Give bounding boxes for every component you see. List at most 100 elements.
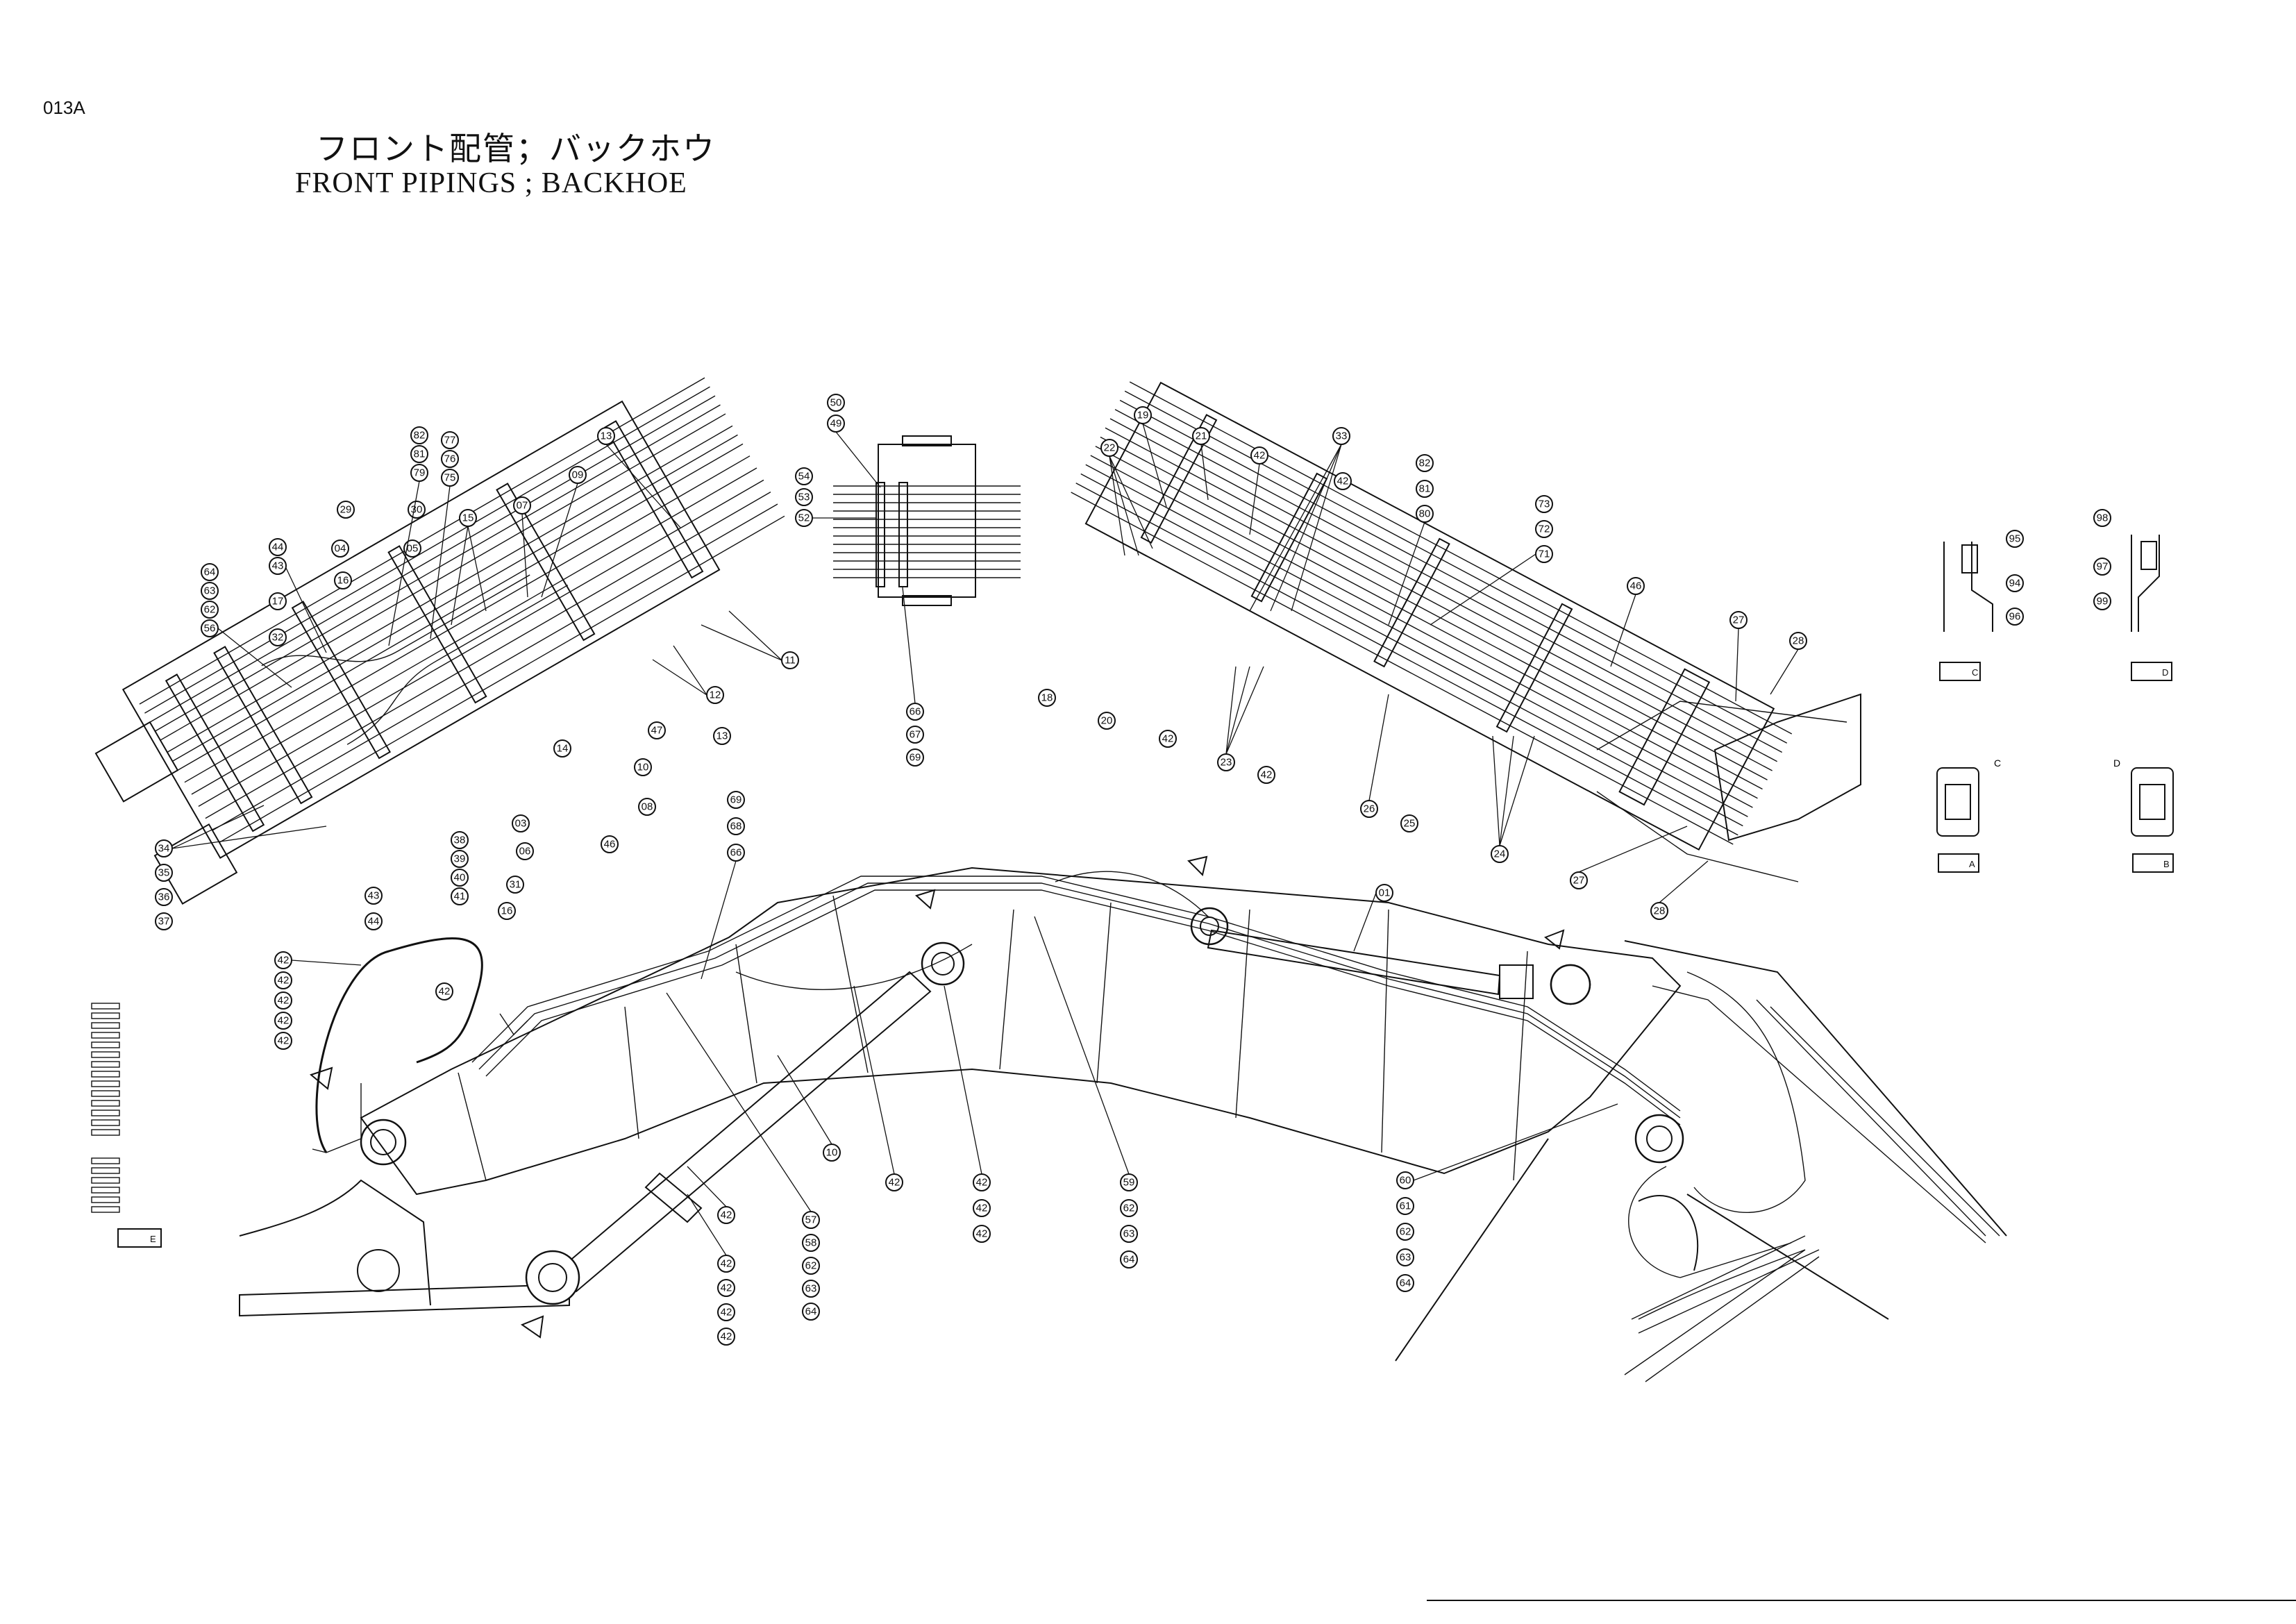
view-tag-d: D	[2131, 662, 2172, 681]
svg-text:69: 69	[730, 794, 742, 806]
svg-text:71: 71	[1539, 549, 1550, 560]
callouts-right-detail: 19 21 22 42 33 42 82 81 80 73 72 71 46 2…	[1038, 406, 1807, 920]
boom-cylinder	[525, 971, 932, 1305]
svg-text:77: 77	[444, 435, 456, 446]
svg-text:53: 53	[798, 492, 810, 503]
svg-text:03: 03	[515, 818, 527, 830]
boom-cylinder-pin	[921, 941, 965, 986]
view-tag-c: C	[1939, 662, 1981, 681]
svg-text:42: 42	[278, 1035, 290, 1047]
svg-text:29: 29	[340, 504, 352, 516]
svg-text:42: 42	[1254, 450, 1266, 462]
svg-text:42: 42	[721, 1209, 732, 1221]
svg-text:72: 72	[1539, 524, 1550, 535]
svg-text:81: 81	[1419, 483, 1431, 495]
section-details: 95 94 96 C 98 97 99 D C	[1936, 509, 2174, 873]
svg-text:94: 94	[2009, 578, 2021, 589]
leaders-right-detail	[1109, 423, 1799, 903]
svg-text:64: 64	[805, 1306, 817, 1318]
svg-text:59: 59	[1123, 1177, 1135, 1189]
svg-text:05: 05	[407, 543, 419, 555]
callouts-main-view: 42 42 42 42 42 42 69 68 66 01 10 42 42 4…	[274, 791, 1414, 1346]
arm-piping-detail-left: 82 81 79 77 76 75 29 30 15 07 09 13 44 4…	[94, 377, 799, 930]
svg-text:D: D	[2113, 757, 2120, 769]
svg-text:27: 27	[1573, 875, 1585, 887]
svg-text:64: 64	[204, 567, 216, 578]
svg-text:62: 62	[805, 1260, 817, 1272]
fittings-stack-upper	[91, 1003, 120, 1136]
svg-text:42: 42	[721, 1331, 732, 1343]
svg-text:30: 30	[411, 504, 423, 516]
svg-text:82: 82	[1419, 458, 1431, 469]
clamp-hose-lines	[833, 485, 1021, 578]
svg-text:99: 99	[2097, 596, 2109, 608]
svg-text:42: 42	[1337, 476, 1349, 487]
svg-text:25: 25	[1404, 818, 1416, 830]
svg-text:42: 42	[976, 1228, 988, 1240]
svg-text:46: 46	[604, 839, 616, 851]
svg-text:58: 58	[805, 1237, 817, 1249]
svg-text:44: 44	[368, 916, 380, 928]
base-hose-loop	[312, 937, 528, 1153]
svg-text:54: 54	[798, 471, 810, 483]
boom-foot-pin	[360, 1119, 407, 1166]
svg-text:68: 68	[730, 821, 742, 832]
svg-text:34: 34	[158, 843, 170, 855]
page-code: 013A	[43, 97, 85, 118]
svg-text:42: 42	[721, 1282, 732, 1294]
svg-text:A: A	[1969, 859, 1975, 869]
svg-text:12: 12	[710, 689, 721, 701]
svg-text:24: 24	[1494, 848, 1506, 860]
svg-text:14: 14	[557, 743, 569, 755]
svg-text:27: 27	[1733, 614, 1745, 626]
arm-cylinder	[1207, 929, 1591, 1005]
section-d: 98 97 99 D	[2093, 509, 2172, 681]
svg-text:22: 22	[1104, 442, 1116, 454]
svg-text:42: 42	[889, 1177, 900, 1189]
svg-text:42: 42	[278, 1015, 290, 1027]
svg-text:06: 06	[519, 846, 531, 857]
svg-text:42: 42	[1261, 769, 1273, 781]
svg-text:42: 42	[439, 986, 451, 998]
svg-text:28: 28	[1654, 905, 1666, 917]
svg-text:39: 39	[454, 853, 466, 865]
arm-outline	[1395, 940, 2007, 1362]
view-tag-e: E	[117, 1228, 162, 1248]
svg-text:52: 52	[798, 512, 810, 524]
svg-text:10: 10	[826, 1147, 838, 1159]
svg-text:17: 17	[272, 596, 284, 608]
svg-text:08: 08	[642, 801, 653, 813]
svg-text:50: 50	[830, 397, 842, 409]
leaders-left-detail	[171, 444, 782, 849]
svg-text:10: 10	[637, 762, 649, 773]
svg-text:56: 56	[204, 623, 216, 635]
svg-text:66: 66	[730, 847, 742, 859]
svg-text:79: 79	[414, 467, 426, 479]
boom-piping-detail-right: 19 21 22 42 33 42 82 81 80 73 72 71 46 2…	[1038, 381, 1861, 920]
svg-text:28: 28	[1793, 635, 1804, 647]
svg-text:62: 62	[1123, 1203, 1135, 1214]
svg-text:D: D	[2162, 667, 2168, 678]
svg-text:80: 80	[1419, 508, 1431, 520]
svg-text:11: 11	[785, 655, 796, 667]
svg-text:63: 63	[204, 585, 216, 597]
svg-text:42: 42	[278, 995, 290, 1007]
svg-text:42: 42	[976, 1203, 988, 1214]
svg-text:98: 98	[2097, 512, 2109, 524]
svg-text:47: 47	[651, 725, 663, 737]
svg-text:73: 73	[1539, 499, 1550, 510]
svg-text:44: 44	[272, 542, 284, 553]
svg-text:01: 01	[1379, 887, 1391, 899]
svg-text:63: 63	[1400, 1252, 1411, 1264]
svg-text:42: 42	[721, 1258, 732, 1270]
boom-piping	[471, 871, 2000, 1320]
svg-text:76: 76	[444, 453, 456, 465]
svg-text:42: 42	[278, 975, 290, 987]
svg-text:49: 49	[830, 418, 842, 430]
svg-text:42: 42	[721, 1307, 732, 1319]
svg-text:63: 63	[1123, 1228, 1135, 1240]
svg-text:96: 96	[2009, 611, 2021, 623]
section-c: 95 94 96 C	[1939, 530, 2024, 681]
svg-text:35: 35	[158, 867, 170, 879]
